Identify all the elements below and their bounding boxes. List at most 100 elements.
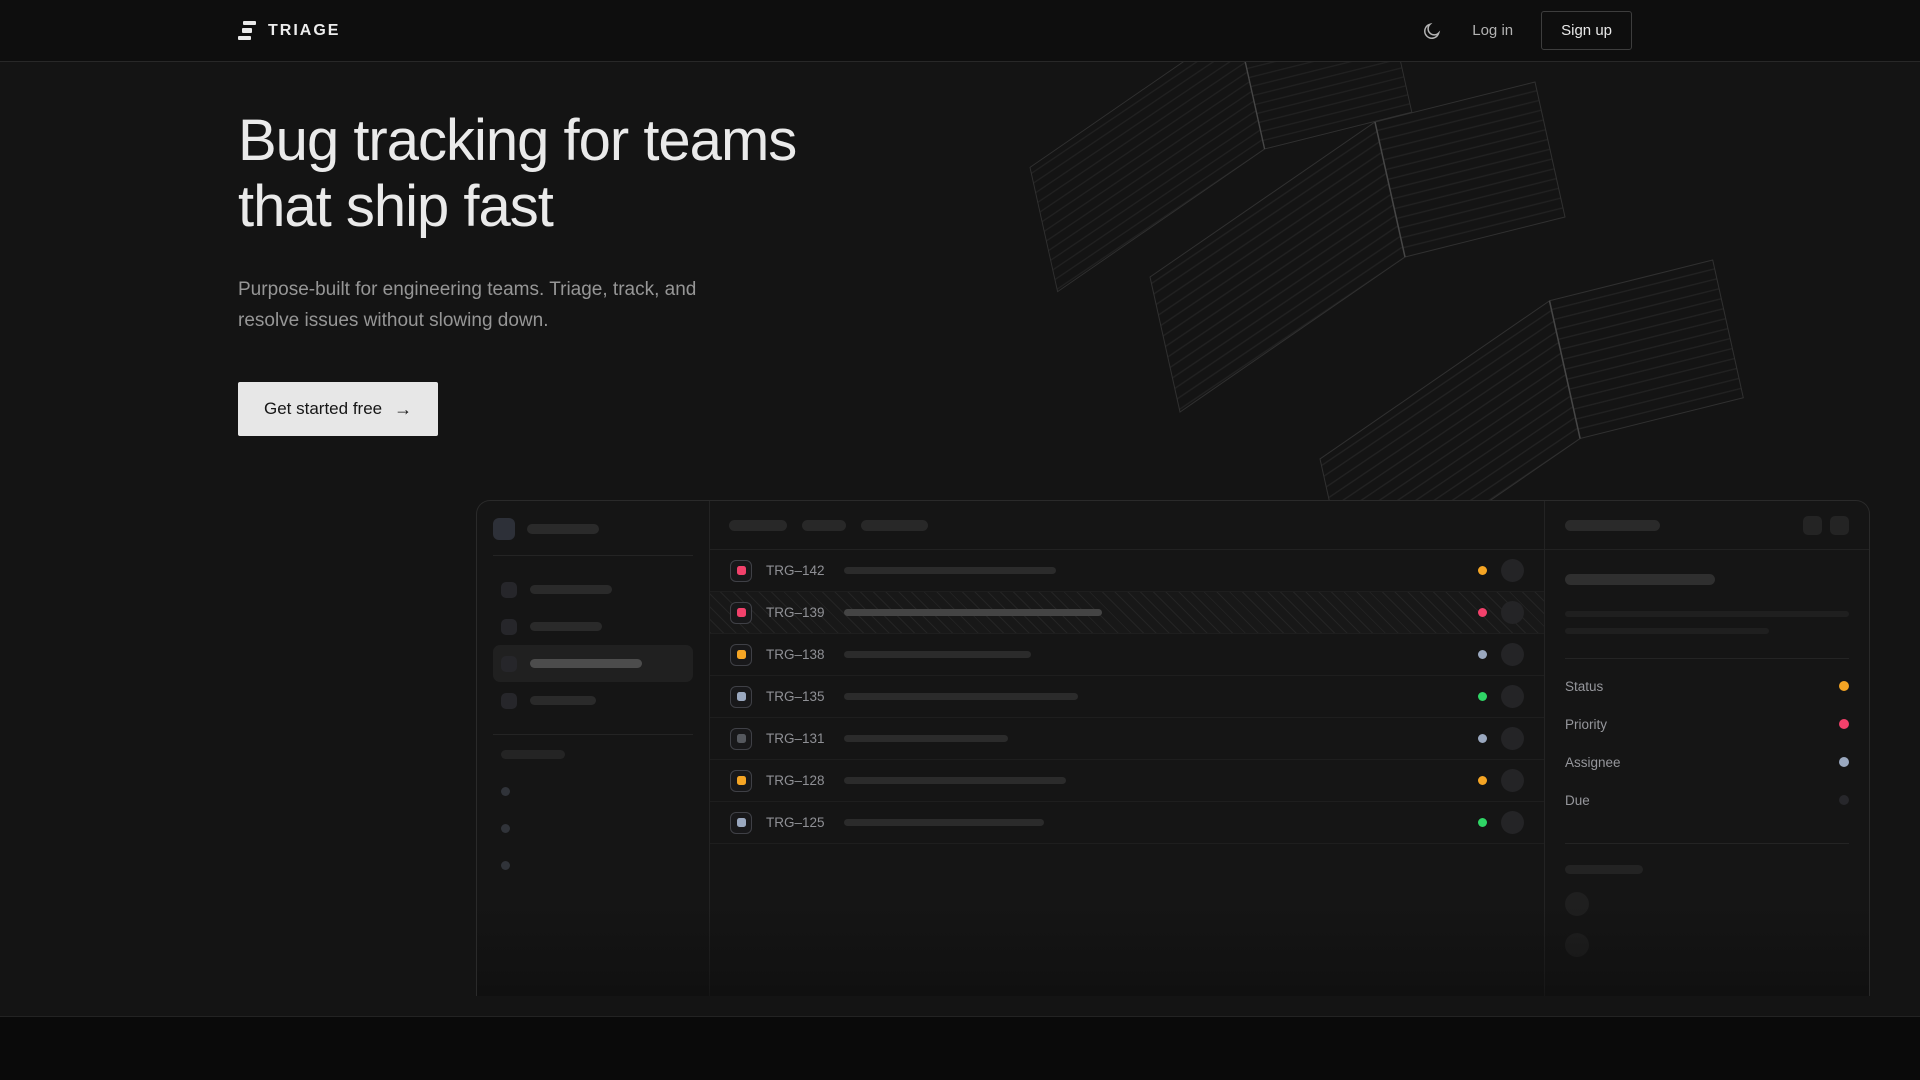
- assignee-avatar: [1501, 601, 1524, 624]
- issue-row: TRG–135: [710, 676, 1544, 718]
- priority-dot-icon: [1478, 734, 1487, 743]
- priority-dot-icon: [1478, 818, 1487, 827]
- app-mockup-illustration: TRG–142 TRG–139 TRG–138 TRG–1: [476, 500, 1870, 996]
- hero-subtitle-line2: resolve issues without slowing down.: [238, 310, 549, 331]
- skeleton-issue-title-bar: [844, 609, 1102, 616]
- mockup-list-header: [710, 501, 1544, 550]
- status-square: [736, 692, 746, 701]
- status-square: [736, 566, 746, 575]
- issue-id: TRG–131: [766, 731, 825, 746]
- hero-section: Bug tracking for teams that ship fast Pu…: [0, 62, 1920, 1016]
- priority-dot-icon: [1478, 650, 1487, 659]
- issue-row-meta: [1478, 727, 1524, 750]
- footer-strip: [0, 1016, 1920, 1080]
- issue-row: TRG–131: [710, 718, 1544, 760]
- field-label: Due: [1565, 792, 1590, 808]
- dot-icon: [501, 824, 510, 833]
- status-square: [736, 650, 746, 659]
- theme-toggle-moon-icon[interactable]: [1422, 20, 1444, 42]
- signup-button[interactable]: Sign up: [1541, 11, 1632, 50]
- issue-row: TRG–142: [710, 550, 1544, 592]
- detail-panel-header: [1545, 501, 1869, 550]
- divider: [1565, 843, 1849, 844]
- issue-id: TRG–135: [766, 689, 825, 704]
- comment-avatar: [1565, 892, 1589, 916]
- issue-row-meta: [1478, 559, 1524, 582]
- skeleton-section-label: [501, 750, 565, 759]
- skeleton-issue-title: [1565, 574, 1715, 585]
- hero-title-line2: that ship fast: [238, 174, 554, 239]
- field-label: Priority: [1565, 716, 1608, 732]
- priority-dot-icon: [1478, 776, 1487, 785]
- get-started-label: Get started free: [264, 399, 383, 418]
- panel-action-icon: [1830, 515, 1849, 535]
- field-value-dot-icon: [1839, 757, 1849, 767]
- mockup-sidebar: [477, 501, 710, 996]
- skeleton-text-line: [1565, 611, 1849, 617]
- issue-status-icon: [730, 601, 752, 624]
- issue-row: TRG–139: [710, 592, 1544, 634]
- mockup-list-row: [493, 810, 693, 847]
- issue-row-meta: [1478, 601, 1524, 624]
- triage-logo-icon: [238, 20, 256, 41]
- field-value-dot-icon: [1839, 795, 1849, 805]
- issue-row: TRG–128: [710, 760, 1544, 802]
- panel-action-icons: [1803, 515, 1849, 535]
- issue-row-meta: [1478, 811, 1524, 834]
- skeleton-bar: [530, 622, 602, 631]
- brand-name: TRIAGE: [268, 21, 341, 39]
- skeleton-section-label: [1565, 865, 1643, 874]
- field-label: Status: [1565, 678, 1604, 694]
- issue-status-icon: [730, 727, 752, 750]
- mockup-list-row: [493, 847, 693, 884]
- hero-subtitle-line1: Purpose-built for engineering teams. Tri…: [238, 279, 697, 300]
- status-square: [736, 818, 746, 827]
- issue-row: TRG–125: [710, 802, 1544, 844]
- issue-status-icon: [730, 769, 752, 792]
- issue-id: TRG–142: [766, 563, 825, 578]
- assignee-avatar: [1501, 643, 1524, 666]
- filter-pill: [729, 519, 787, 531]
- nav-item-icon: [501, 692, 517, 709]
- assignee-avatar: [1501, 559, 1524, 582]
- issue-row-meta: [1478, 769, 1524, 792]
- field-value-dot-icon: [1839, 681, 1849, 691]
- issue-row-meta: [1478, 685, 1524, 708]
- dot-icon: [501, 787, 510, 796]
- priority-dot-icon: [1478, 566, 1487, 575]
- assignee-avatar: [1501, 769, 1524, 792]
- issue-row: TRG–138: [710, 634, 1544, 676]
- divider: [493, 555, 693, 556]
- skeleton-issue-title-bar: [844, 567, 1056, 574]
- detail-field-row: Assignee: [1565, 743, 1849, 781]
- mockup-nav-item: [493, 682, 693, 719]
- issue-id: TRG–125: [766, 815, 825, 830]
- field-label: Assignee: [1565, 754, 1621, 770]
- issue-list: TRG–142 TRG–139 TRG–138 TRG–1: [710, 550, 1544, 844]
- brand[interactable]: TRIAGE: [238, 20, 341, 41]
- nav-actions: Log in Sign up: [1422, 11, 1632, 50]
- skeleton-issue-title-bar: [844, 651, 1031, 658]
- navbar: TRIAGE Log in Sign up: [0, 0, 1920, 62]
- skeleton-issue-title-bar: [844, 735, 1008, 742]
- panel-action-icon: [1803, 515, 1822, 535]
- mockup-nav-item: [493, 608, 693, 645]
- mockup-nav-item: [493, 571, 693, 608]
- hero-title: Bug tracking for teams that ship fast: [238, 108, 1920, 240]
- divider: [493, 734, 693, 735]
- filter-pill: [861, 519, 928, 531]
- get-started-button[interactable]: Get started free →: [238, 382, 439, 436]
- skeleton-issue-title-bar: [844, 777, 1066, 784]
- hero-subtitle: Purpose-built for engineering teams. Tri…: [238, 274, 1920, 336]
- status-square: [736, 776, 746, 785]
- skeleton-bar: [530, 585, 612, 594]
- issue-status-icon: [730, 643, 752, 666]
- detail-panel-body: Status Priority Assignee Due: [1545, 550, 1869, 974]
- assignee-avatar: [1501, 685, 1524, 708]
- nav-item-icon: [501, 581, 517, 598]
- workspace-avatar: [493, 518, 515, 540]
- mockup-list-row: [493, 773, 693, 810]
- login-link[interactable]: Log in: [1472, 22, 1514, 39]
- mockup-detail-panel: Status Priority Assignee Due: [1545, 501, 1869, 996]
- dot-icon: [501, 861, 510, 870]
